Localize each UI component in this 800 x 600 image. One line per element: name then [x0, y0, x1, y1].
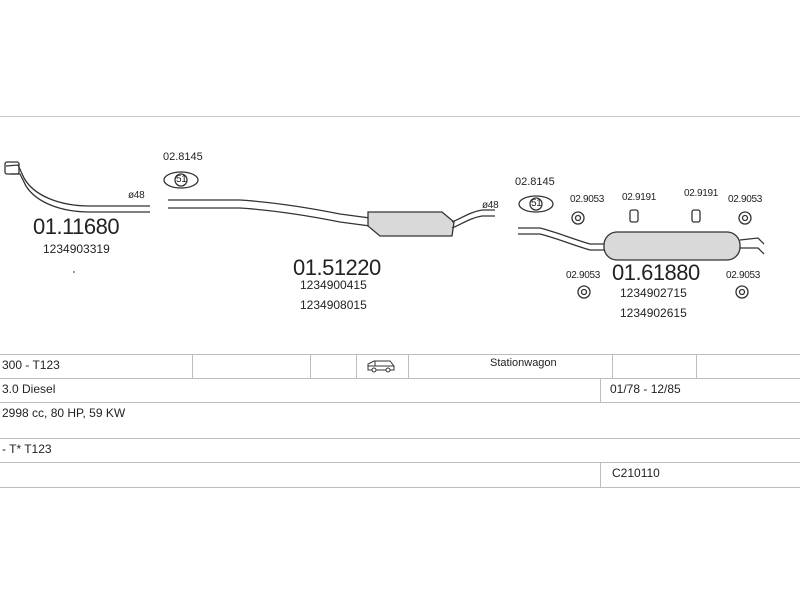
clamp-b-center-label: 51 [531, 198, 542, 209]
mount-6-shape [735, 285, 749, 299]
part-1-ref-1: 1234903319 [43, 242, 110, 256]
code-cell: - T* T123 [2, 442, 52, 456]
marker-dot [73, 271, 75, 273]
part-1-number: 01.11680 [33, 214, 120, 239]
body-type-cell: Stationwagon [490, 357, 557, 369]
table-row-model: 300 - T123 Stationwagon [0, 354, 800, 379]
table-row-code: - T* T123 [0, 438, 800, 463]
clamp-a-label: 02.8145 [163, 151, 203, 163]
mount-5-shape [577, 285, 591, 299]
mount-3-label: 02.9191 [684, 188, 719, 199]
model-cell: 300 - T123 [2, 358, 60, 372]
front-pipe-flange [4, 161, 20, 175]
mount-4-shape [738, 211, 752, 225]
part-1-diameter: ø48 [128, 190, 145, 201]
clamp-b-shape [518, 195, 554, 213]
period-cell: 01/78 - 12/85 [610, 382, 681, 396]
part-2-ref-2: 1234908015 [300, 298, 367, 312]
mount-2-label: 02.9191 [622, 192, 657, 203]
part-3-number: 01.61880 [612, 260, 700, 285]
part-2-ref-1: 1234900415 [300, 278, 367, 292]
part-3-ref-1: 1234902715 [620, 286, 687, 300]
middle-silencer [367, 211, 455, 237]
mount-4-label: 02.9053 [728, 194, 763, 205]
front-pipe [5, 164, 150, 207]
clamp-a-shape [163, 171, 199, 189]
part-2-diameter: ø48 [482, 200, 499, 211]
table-row-engine: 3.0 Diesel 01/78 - 12/85 [0, 378, 800, 403]
frame-top-line [0, 116, 800, 117]
part-2-number: 01.51220 [293, 255, 381, 280]
mount-1-shape [571, 211, 585, 225]
mount-2-shape [629, 209, 639, 223]
clamp-a-center-label: 51 [176, 174, 187, 185]
part-3-ref-2: 1234902615 [620, 306, 687, 320]
mount-5-label: 02.9053 [566, 270, 601, 281]
table-row-catalog: C210110 [0, 462, 800, 488]
catalog-id-cell: C210110 [612, 466, 660, 480]
engine-cell: 3.0 Diesel [2, 382, 56, 396]
van-icon [366, 359, 396, 383]
mount-3-shape [691, 209, 701, 223]
spec-cell: 2998 cc, 80 HP, 59 KW [2, 406, 126, 420]
rear-silencer [603, 231, 741, 261]
rear-pipe [518, 227, 606, 245]
middle-pipe [168, 199, 371, 219]
clamp-b-label: 02.8145 [515, 176, 555, 188]
table-row-spec: 2998 cc, 80 HP, 59 KW [0, 402, 800, 439]
mount-1-label: 02.9053 [570, 194, 605, 205]
mount-6-label: 02.9053 [726, 270, 761, 281]
exhaust-diagram [4, 161, 765, 299]
